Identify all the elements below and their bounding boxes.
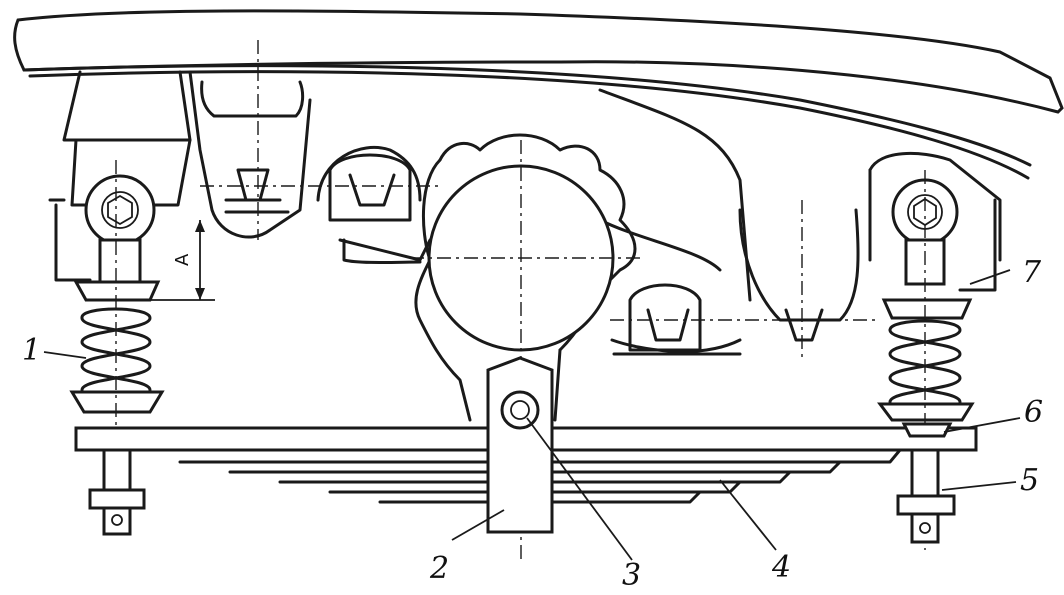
label-3: 3 xyxy=(622,558,641,593)
left-bolt xyxy=(88,448,146,536)
left-upper-bump-stop xyxy=(200,80,305,214)
left-coil-spring xyxy=(69,160,165,500)
label-7: 7 xyxy=(1022,255,1042,290)
right-coil-spring xyxy=(877,170,975,550)
right-upper-bump-stop xyxy=(738,200,860,360)
label-6: 6 xyxy=(1024,395,1043,430)
right-frame-bracket xyxy=(868,151,1002,262)
dimension-a-label: A xyxy=(172,253,193,266)
right-pad xyxy=(901,422,953,438)
left-spring-eye xyxy=(48,174,156,284)
right-spring-eye xyxy=(891,178,997,292)
right-bolt xyxy=(896,448,956,544)
frame-top xyxy=(13,9,1064,180)
dimension-a: A xyxy=(150,220,215,301)
axle-tube xyxy=(410,140,640,560)
label-5: 5 xyxy=(1020,463,1039,498)
label-1: 1 xyxy=(22,333,41,368)
label-2: 2 xyxy=(429,551,449,586)
bump-stop-center-right xyxy=(628,283,702,352)
bump-stop-center-left xyxy=(328,153,412,222)
label-4: 4 xyxy=(771,550,791,585)
leader-lines xyxy=(43,269,1021,561)
center-clamp xyxy=(486,356,554,534)
